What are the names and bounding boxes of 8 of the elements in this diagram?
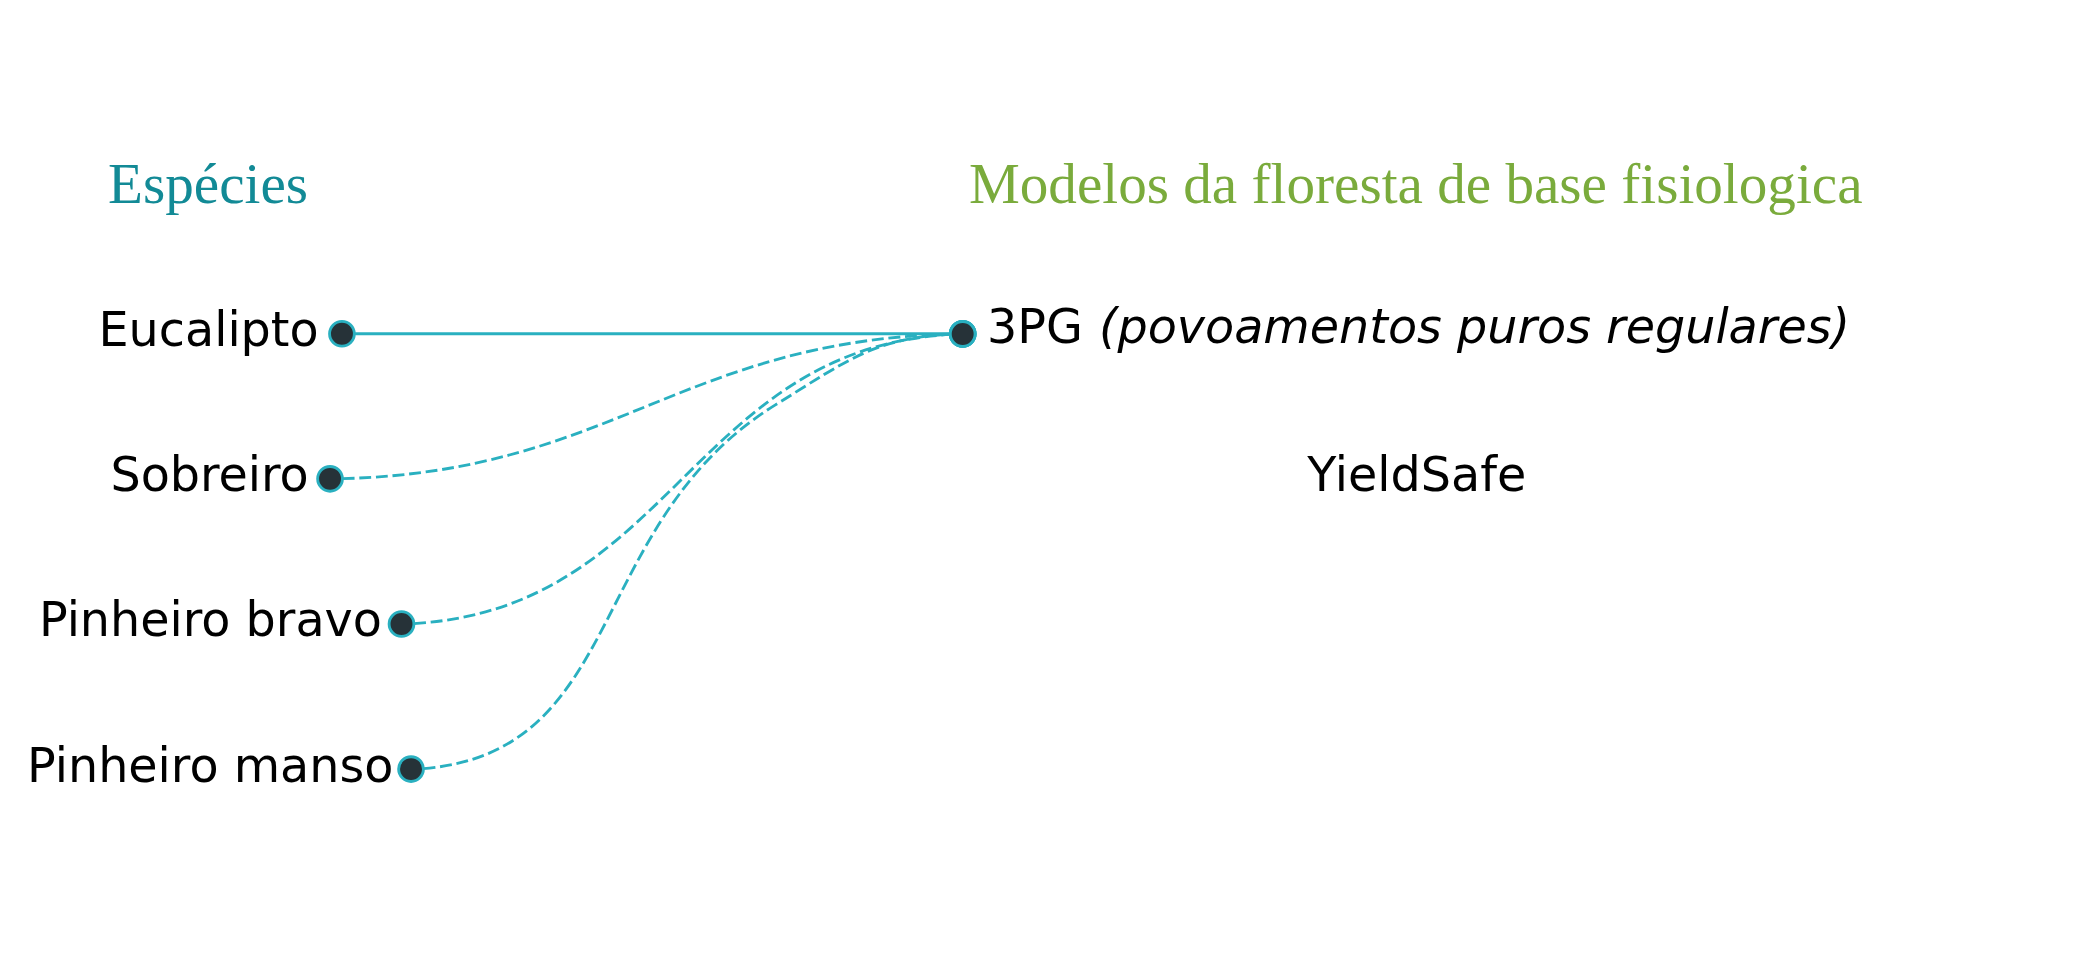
- node-text: YieldSafe: [1307, 446, 1527, 502]
- node-text: Pinheiro bravo: [38, 591, 382, 647]
- node-text: Pinheiro manso: [27, 737, 394, 793]
- label: Modelos da floresta de base fisiologica: [968, 151, 1863, 215]
- node-text: Sobreiro: [110, 446, 309, 502]
- label: Espécies: [108, 151, 309, 215]
- node-text: Eucalipto: [98, 301, 319, 357]
- node-text: 3PG (povoamentos puros regulares): [986, 298, 1851, 354]
